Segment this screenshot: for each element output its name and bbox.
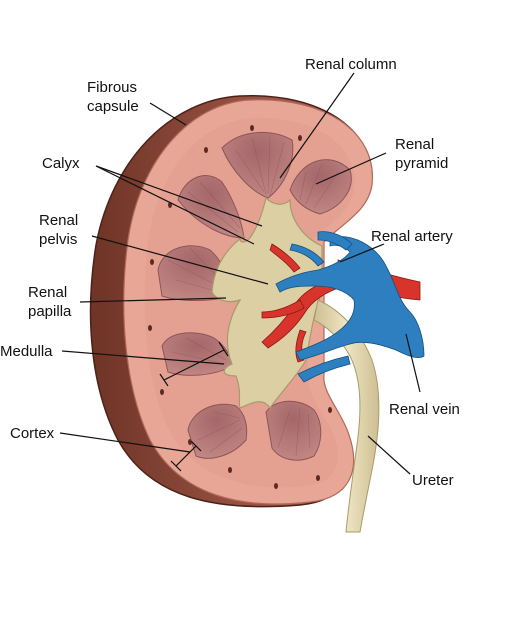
label-ureter: Ureter bbox=[412, 472, 454, 489]
label-fibrous-capsule-line1: Fibrous bbox=[87, 79, 137, 96]
leader-fibrous-capsule bbox=[149, 102, 187, 126]
ureter bbox=[313, 299, 380, 533]
renal-vein bbox=[275, 231, 425, 383]
leader-medulla-tick2 bbox=[218, 341, 229, 357]
label-renal-pelvis-line1: Renal bbox=[39, 212, 78, 229]
label-renal-pelvis-line2: pelvis bbox=[39, 231, 77, 248]
pyramid-bottom-left bbox=[187, 403, 248, 459]
label-renal-papilla-line1: Renal bbox=[28, 284, 67, 301]
label-renal-pyramid-line1: Renal bbox=[395, 136, 434, 153]
pyramid-top bbox=[221, 131, 294, 199]
label-renal-pyramid-line2: pyramid bbox=[395, 155, 448, 172]
leader-cortex-tick2 bbox=[190, 440, 202, 452]
leader-medulla-tick1 bbox=[159, 373, 169, 387]
leader-calyx-2 bbox=[95, 165, 255, 245]
leader-renal-vein bbox=[405, 333, 421, 393]
leader-calyx-1 bbox=[95, 165, 263, 227]
leader-cortex bbox=[59, 432, 191, 453]
leader-renal-papilla bbox=[79, 297, 227, 303]
label-renal-artery: Renal artery bbox=[371, 228, 453, 245]
label-cortex: Cortex bbox=[10, 425, 55, 442]
leader-lines bbox=[59, 72, 421, 475]
label-calyx: Calyx bbox=[42, 155, 80, 172]
pyramid-upper-left bbox=[177, 175, 245, 239]
leader-renal-column bbox=[279, 72, 355, 179]
label-fibrous-capsule-line2: capsule bbox=[87, 98, 139, 115]
leader-medulla-2 bbox=[163, 349, 225, 381]
label-medulla: Medulla bbox=[0, 343, 53, 360]
leader-renal-artery bbox=[339, 243, 385, 263]
leader-cortex-tick1 bbox=[170, 460, 182, 472]
leader-cortex-2 bbox=[175, 445, 197, 467]
pyramid-upper-right bbox=[289, 159, 352, 215]
label-renal-column: Renal column bbox=[305, 56, 397, 73]
leader-renal-pyramid bbox=[315, 152, 387, 185]
label-renal-vein: Renal vein bbox=[389, 401, 460, 418]
pyramid-bottom-right bbox=[265, 400, 322, 461]
label-renal-papilla-line2: papilla bbox=[28, 303, 72, 320]
pyramid-striations bbox=[167, 135, 339, 457]
leader-renal-pelvis bbox=[91, 235, 269, 285]
leader-ureter bbox=[367, 435, 411, 475]
leader-medulla bbox=[61, 350, 225, 365]
labels: Fibrous capsule Renal column Renal pyram… bbox=[0, 56, 460, 489]
